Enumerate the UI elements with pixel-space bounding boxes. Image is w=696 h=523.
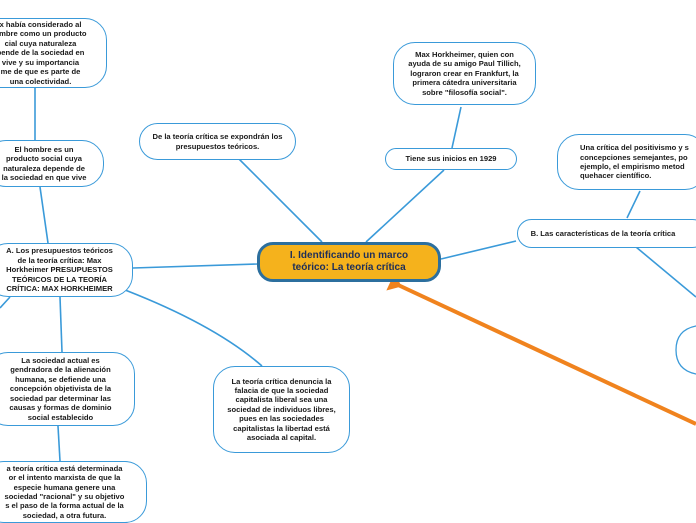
node-caracteristicas[interactable]: B. Las características de la teoría crít… (517, 219, 696, 248)
node-habia-considerado-text: x había considerado al ombre como un pro… (0, 20, 87, 86)
node-horkheimer-text: Max Horkheimer, quien con ayuda de su am… (408, 49, 521, 97)
node-caracteristicas-text: B. Las características de la teoría crít… (530, 228, 676, 238)
node-tiene-inicios-text: Tiene sus inicios en 1929 (405, 154, 497, 164)
central-topic-label: I. Identificando un marco teórico: La te… (289, 250, 409, 273)
connector-left-edge (0, 296, 11, 309)
node-sociedad-actual[interactable]: La sociedad actual es gendradora de la a… (0, 352, 135, 426)
node-teoria-expondran[interactable]: De la teoría crítica se expondrán los pr… (139, 123, 296, 160)
relationship-arrow (386, 272, 696, 426)
node-teoria-determinada-text: a teoría crítica está determinada or el … (4, 463, 125, 520)
node-habia-considerado[interactable]: x había considerado al ombre como un pro… (0, 18, 107, 88)
node-hombre-producto-text: El hombre es un producto social cuya nat… (1, 144, 87, 182)
node-hombre-producto[interactable]: El hombre es un producto social cuya nat… (0, 140, 104, 187)
node-horkheimer[interactable]: Max Horkheimer, quien con ayuda de su am… (393, 42, 536, 105)
connector-horkheimer (451, 106, 462, 149)
node-partial-right-shape (675, 325, 696, 375)
connector-inicios (365, 169, 445, 243)
node-critica-positivismo-text: Una crítica del positivismo y s concepci… (580, 143, 689, 181)
connector-right-partial (635, 246, 696, 298)
node-sociedad-actual-text: La sociedad actual es gendradora de la a… (9, 356, 112, 422)
connector-caracteristicas (440, 240, 517, 260)
node-critica-positivismo[interactable]: Una crítica del positivismo y s concepci… (557, 134, 696, 190)
node-teoria-denuncia-text: La teoría crítica denuncia la falacia de… (227, 376, 336, 443)
node-presupuestos[interactable]: A. Los presupuestos teóricos de la teorí… (0, 243, 133, 297)
connector-teoria-expondran (236, 156, 323, 243)
connector-hombre (39, 186, 49, 244)
connector-determinada (57, 425, 61, 462)
connector-sociedad-actual (59, 296, 63, 353)
node-teoria-denuncia[interactable]: La teoría crítica denuncia la falacia de… (213, 366, 350, 453)
node-teoria-expondran-text: De la teoría crítica se expondrán los pr… (152, 132, 283, 151)
central-topic[interactable]: I. Identificando un marco teórico: La te… (257, 242, 441, 282)
connector-presupuestos (132, 263, 259, 269)
connector-critica-positivismo (626, 190, 641, 219)
node-tiene-inicios[interactable]: Tiene sus inicios en 1929 (385, 148, 517, 170)
node-presupuestos-text: A. Los presupuestos teóricos de la teorí… (6, 246, 113, 294)
node-teoria-determinada[interactable]: a teoría crítica está determinada or el … (0, 461, 147, 523)
connector-denuncia (124, 289, 263, 367)
